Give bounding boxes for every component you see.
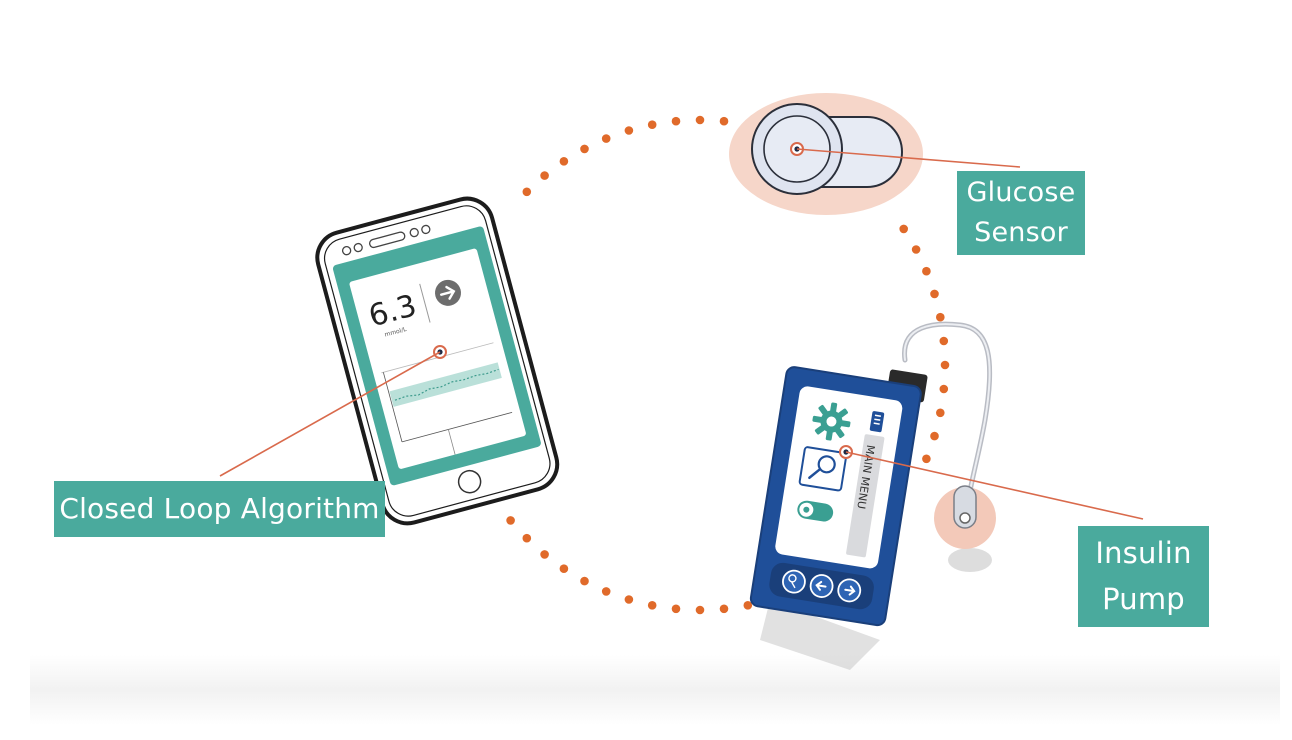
loop-dot (899, 224, 908, 234)
loop-dot (671, 116, 681, 126)
loop-dot (580, 576, 589, 586)
loop-dot (559, 157, 569, 166)
glucose-sensor-text-line1: Glucose (966, 177, 1076, 208)
loop-dot (647, 120, 657, 129)
search-icon (817, 455, 836, 474)
loop-dot (743, 601, 753, 610)
floor-shadow (30, 655, 1280, 725)
insulin-pump-text-line1: Insulin (1095, 536, 1192, 570)
home-button (457, 469, 482, 494)
loop-dot (647, 601, 657, 610)
pump-leader-line (845, 451, 1144, 520)
insulin-pump-text-line2: Pump (1102, 582, 1185, 616)
loop-dot (540, 171, 549, 180)
closed-loop-algorithm-text: Closed Loop Algorithm (59, 492, 380, 525)
loop-dot (580, 144, 589, 154)
loop-dot (601, 134, 611, 143)
loop-dot (719, 116, 729, 126)
loop-dot (940, 360, 950, 370)
closed-loop-algorithm-label: Closed Loop Algorithm (54, 481, 385, 537)
loop-dot (930, 289, 939, 299)
loop-dot (540, 550, 549, 559)
loop-dot (522, 533, 532, 543)
algorithm-leader-line (219, 351, 441, 477)
glucose-sensor-label: Glucose Sensor (957, 171, 1085, 255)
smartphone: 6.3 mmol/L (315, 196, 560, 526)
loop-dot (922, 266, 931, 276)
loop-dot (922, 454, 931, 464)
loop-dot (695, 115, 705, 125)
loop-dot (939, 384, 949, 394)
loop-dot (522, 187, 532, 197)
glucose-sensor-text-line2: Sensor (974, 217, 1068, 248)
loop-dot (624, 595, 634, 604)
loop-dot (624, 126, 634, 135)
loop-dot (911, 245, 921, 254)
loop-dot (939, 336, 949, 346)
insulin-pump: MAIN MENU (749, 321, 996, 670)
glucose-leader-line (796, 148, 1021, 168)
loop-dot (719, 604, 729, 614)
loop-dot (936, 408, 945, 418)
loop-dot (695, 605, 705, 615)
gear-icon (812, 402, 851, 441)
loop-dot (559, 564, 569, 573)
loop-dot (506, 516, 515, 525)
loop-dot (601, 587, 611, 596)
loop-dot (936, 312, 945, 322)
dotted-loop (506, 115, 950, 615)
loop-dot (671, 604, 681, 614)
loop-dot (930, 431, 939, 441)
toggle-icon (797, 500, 834, 522)
insulin-pump-label: Insulin Pump (1078, 526, 1209, 627)
glucose-sensor (729, 93, 923, 215)
